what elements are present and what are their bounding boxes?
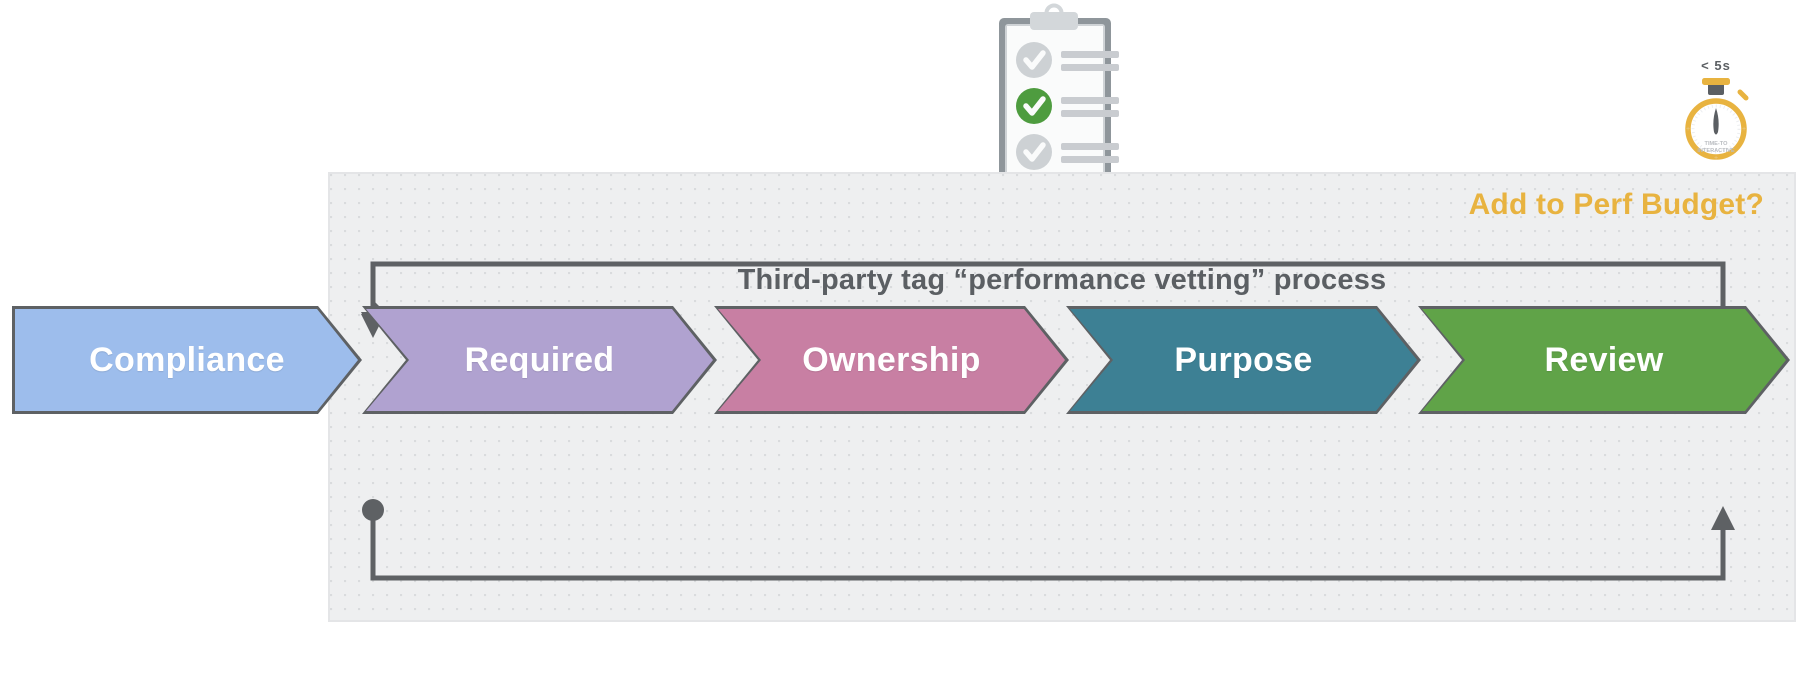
stage-label: Review (1544, 340, 1664, 379)
chevron-fill (1066, 306, 1421, 414)
process-title: Third-party tag “performance vetting” pr… (737, 264, 1387, 296)
checklist-clipboard-illustration (985, 2, 1125, 222)
chevron-fill (362, 306, 717, 414)
stage-label: Compliance (89, 340, 285, 379)
chevron-fill (12, 306, 362, 414)
svg-text:+: + (1686, 126, 1690, 133)
stage-chevron-row: Compliance Required Ownership Purpose Re… (0, 306, 1810, 414)
checkbox-row-1 (1016, 42, 1052, 78)
stopwatch-icon: TIME-TO INTERACTIVE + + + (1685, 78, 1749, 162)
clipboard-icon (999, 3, 1119, 208)
stage-label: Required (464, 340, 615, 379)
checkbox-row-2 (1016, 88, 1052, 124)
chevron-fill (1418, 306, 1790, 414)
stopwatch-dial-line1: TIME-TO (1705, 141, 1729, 147)
stage-chevron-purpose[interactable]: Purpose (1066, 306, 1421, 414)
svg-text:+: + (1742, 126, 1746, 133)
svg-text:+: + (1714, 155, 1718, 162)
stage-chevron-review[interactable]: Review (1418, 306, 1790, 414)
stage-label: Ownership (802, 340, 981, 379)
stopwatch-dial-line2: INTERACTIVE (1697, 148, 1735, 154)
checkbox-row-3 (1016, 134, 1052, 170)
stopwatch-caption: < 5s (1701, 58, 1731, 73)
perf-budget-label: Add to Perf Budget? (1468, 188, 1764, 221)
stage-chevron-compliance[interactable]: Compliance (12, 306, 362, 414)
stage-label: Purpose (1174, 340, 1313, 379)
stage-chevron-ownership[interactable]: Ownership (714, 306, 1069, 414)
chevron-fill (714, 306, 1069, 414)
stage-chevron-required[interactable]: Required (362, 306, 717, 414)
